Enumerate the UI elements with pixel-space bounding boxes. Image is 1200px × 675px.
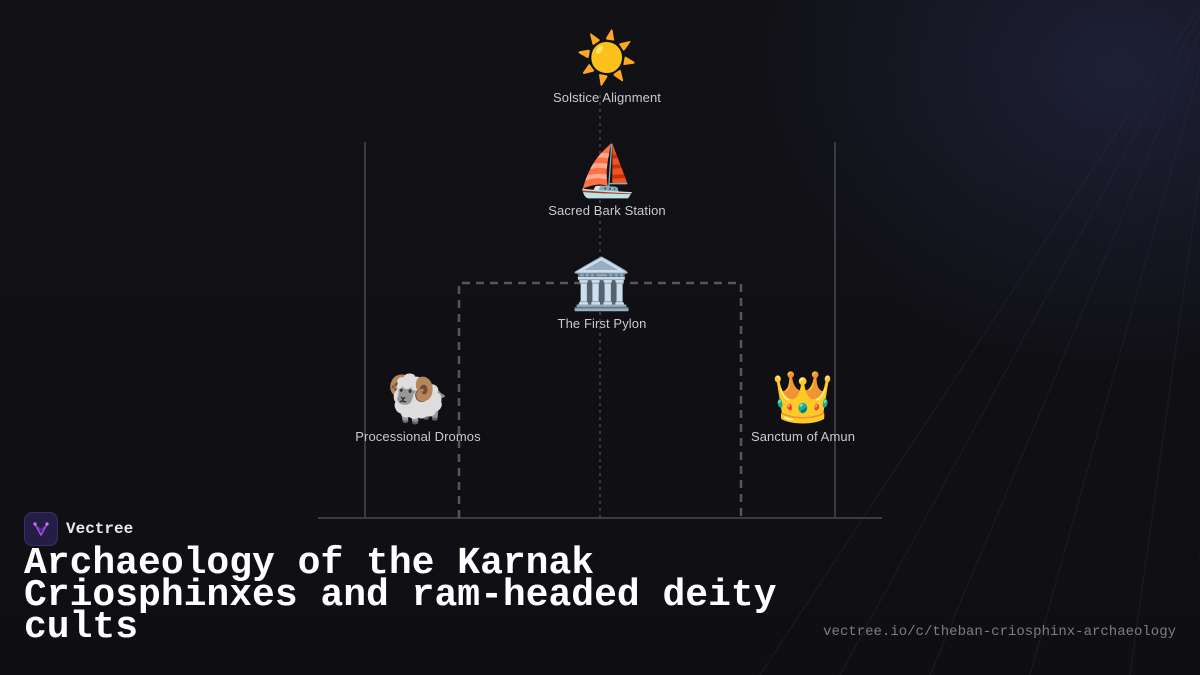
brand-block: Vectree	[24, 512, 133, 546]
node-label: Processional Dromos	[355, 429, 481, 444]
node-label: Sacred Bark Station	[548, 203, 666, 218]
crown-icon: 👑	[771, 368, 835, 426]
sailboat-icon: ⛵	[575, 142, 639, 200]
sun-icon: ☀️	[575, 29, 639, 87]
node-sanctum-of-amun: 👑 Sanctum of Amun	[693, 367, 913, 444]
brand-name: Vectree	[66, 520, 134, 538]
node-label: Sanctum of Amun	[750, 429, 856, 444]
page-url: vectree.io/c/theban-criosphinx-archaeolo…	[823, 624, 1176, 640]
node-solstice-alignment: ☀️ Solstice Alignment	[497, 28, 717, 105]
vectree-logo-icon	[24, 512, 58, 546]
page-title: Archaeology of the Karnak Criosphinxes a…	[24, 542, 777, 649]
node-sacred-bark-station: ⛵ Sacred Bark Station	[497, 141, 717, 218]
node-the-first-pylon: 🏛️ The First Pylon	[492, 254, 712, 331]
node-processional-dromos: 🐏 Processional Dromos	[308, 367, 528, 444]
inner-enclosure	[457, 281, 743, 518]
classical-building-icon: 🏛️	[570, 255, 634, 313]
ram-icon: 🐏	[386, 368, 450, 426]
node-label: Solstice Alignment	[552, 90, 662, 105]
node-label: The First Pylon	[557, 316, 647, 331]
